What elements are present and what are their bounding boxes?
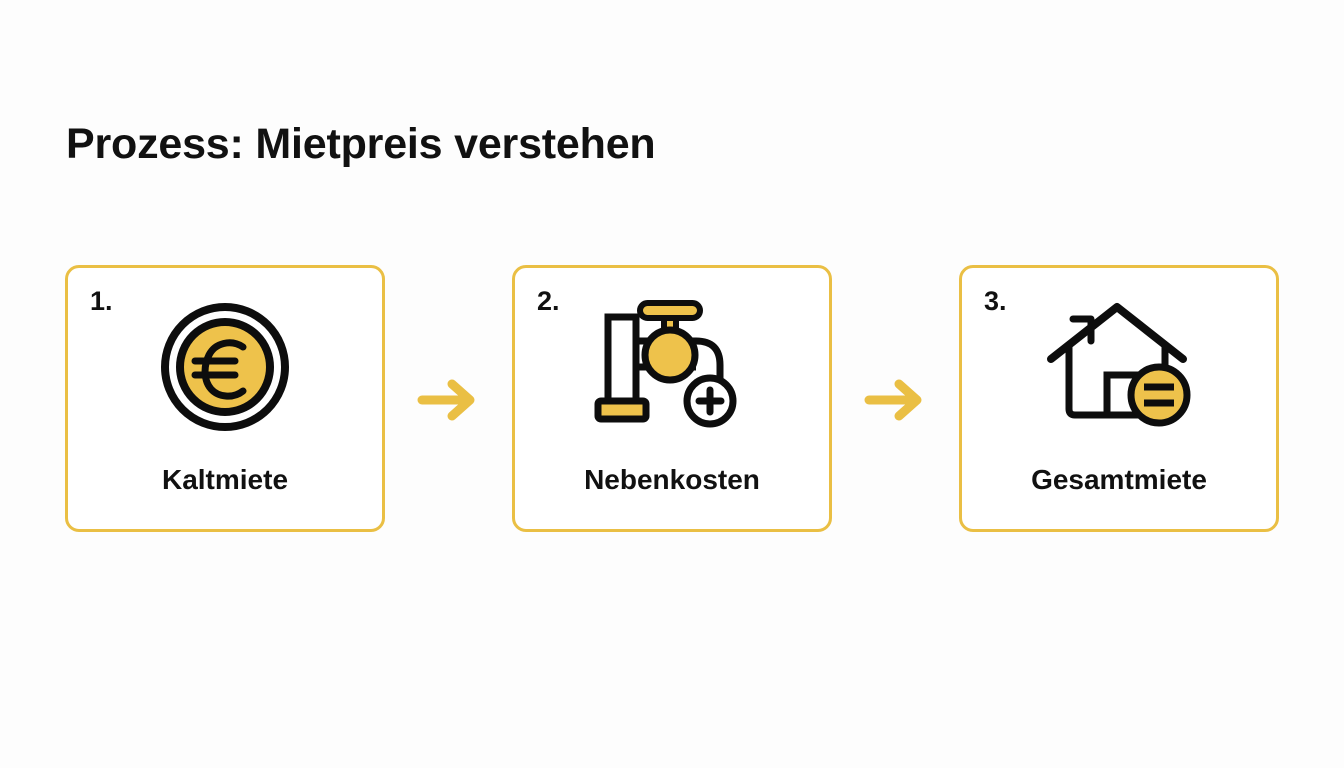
house-equals-icon (1029, 292, 1209, 442)
arrow-right-icon (414, 377, 484, 423)
step-label: Gesamtmiete (1031, 464, 1207, 495)
step-label: Nebenkosten (584, 464, 760, 495)
step-number: 2. (537, 286, 560, 316)
process-flow: 1. Kaltmiete (0, 265, 1344, 535)
step-label: Kaltmiete (161, 464, 289, 495)
faucet-plus-icon (582, 292, 762, 442)
step-card-kaltmiete[interactable]: 1. Kaltmiete (65, 265, 385, 532)
euro-coin-icon (135, 292, 315, 442)
step-number: 1. (90, 286, 113, 316)
arrow-right-icon (861, 377, 931, 423)
step-number: 3. (984, 286, 1007, 316)
step-card-gesamtmiete[interactable]: 3. (959, 265, 1279, 532)
page-title: Prozess: Mietpreis verstehen (66, 120, 656, 168)
step-card-nebenkosten[interactable]: 2. (512, 265, 832, 532)
